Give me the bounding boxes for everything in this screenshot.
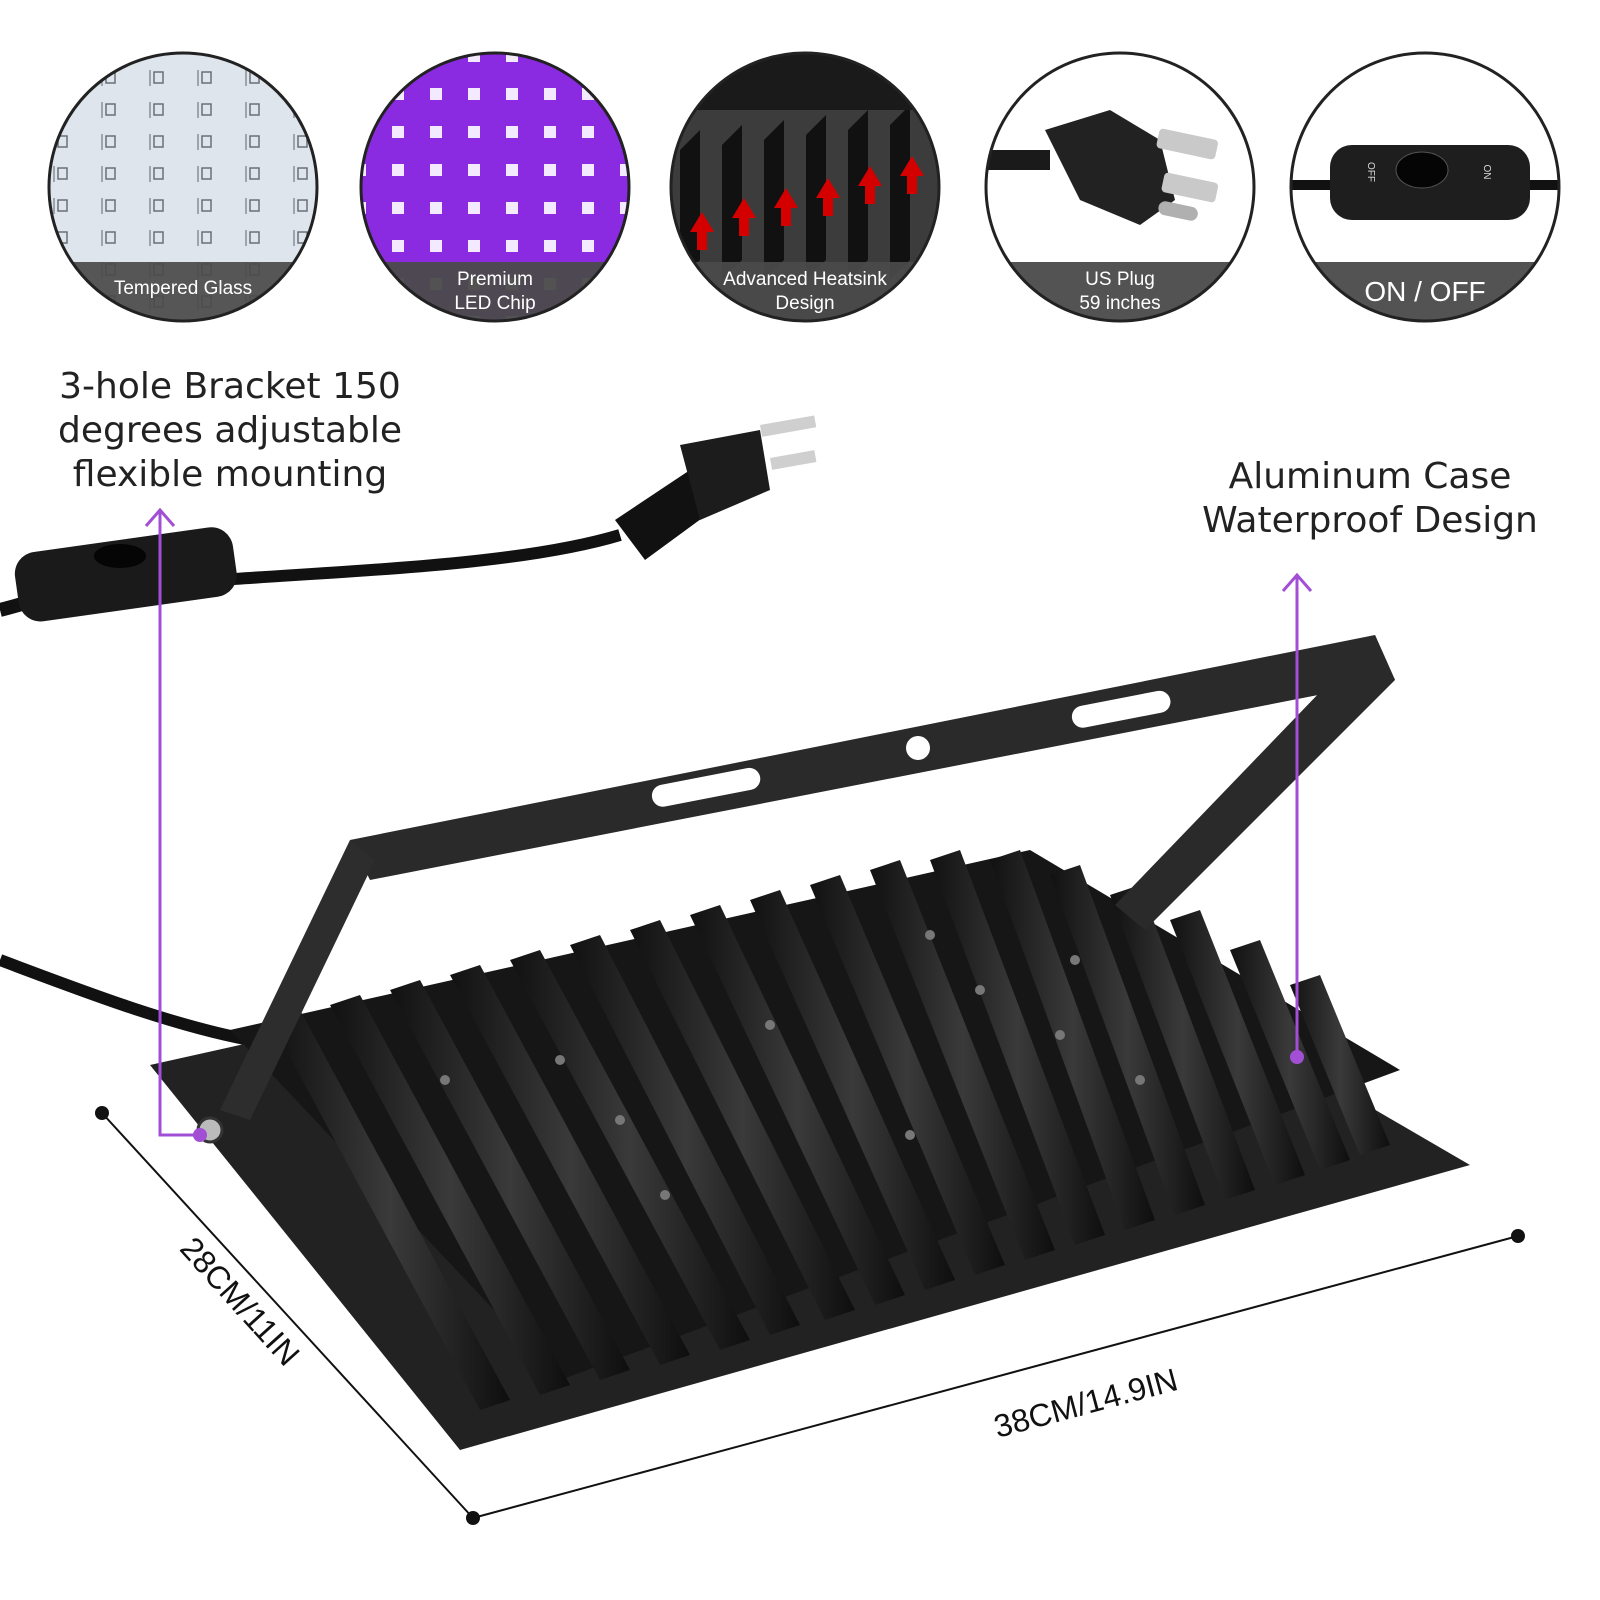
case-callout-dot <box>1290 1050 1304 1064</box>
feature-label-us-plug-line1: US Plug <box>1085 269 1155 290</box>
bracket-slot <box>651 767 761 807</box>
case-callout-line1: Aluminum Case <box>1228 456 1512 497</box>
bracket-callout: 3-hole Bracket 150 degrees adjustable fl… <box>40 365 420 497</box>
feature-label-heatsink-line1: Advanced Heatsink <box>723 269 887 290</box>
floodlight-body <box>150 850 1470 1450</box>
feature-label-heatsink-line2: Design <box>775 293 834 314</box>
bracket-hole <box>906 736 930 760</box>
heat-arrow-icons <box>690 156 924 250</box>
bracket-callout-dot <box>193 1128 207 1142</box>
bracket-callout-line2: degrees adjustable <box>57 410 403 451</box>
feature-label-tempered-glass: Tempered Glass <box>114 278 252 299</box>
plug <box>615 415 817 560</box>
feature-label-switch: ON / OFF <box>1364 276 1485 307</box>
feature-label-led-chip-line1: Premium <box>457 269 533 290</box>
bracket-slot <box>1071 690 1171 728</box>
feature-circle-led-chip: Premium LED Chip <box>359 51 631 323</box>
feature-circle-us-plug: US Plug 59 inches <box>984 51 1256 323</box>
screw-dots <box>440 930 1145 1200</box>
feature-circle-switch: OFF ON ON / OFF <box>1289 51 1561 323</box>
plug-icon <box>986 110 1219 225</box>
bracket-callout-line1: 3-hole Bracket 150 <box>59 366 401 407</box>
width-dimension-line <box>472 1229 1525 1519</box>
case-callout: Aluminum Case Waterproof Design <box>1180 455 1560 543</box>
switch-on-mark: ON <box>1481 165 1492 180</box>
bracket-callout-line3: flexible mounting <box>72 454 388 495</box>
feature-label-led-chip-line2: LED Chip <box>454 293 535 314</box>
inline-switch-icon: OFF ON <box>1291 145 1559 220</box>
bracket-callout-arrow <box>144 507 200 1137</box>
feature-circle-tempered-glass: Tempered Glass <box>47 51 319 323</box>
case-callout-line2: Waterproof Design <box>1202 500 1538 541</box>
switch-off-mark: OFF <box>1365 162 1376 182</box>
case-callout-arrow <box>1281 572 1313 1055</box>
feature-label-us-plug-line2: 59 inches <box>1079 293 1160 314</box>
mounting-bracket <box>196 635 1395 1144</box>
feature-circle-heatsink: Advanced Heatsink Design <box>669 51 941 323</box>
inline-switch <box>14 527 237 622</box>
